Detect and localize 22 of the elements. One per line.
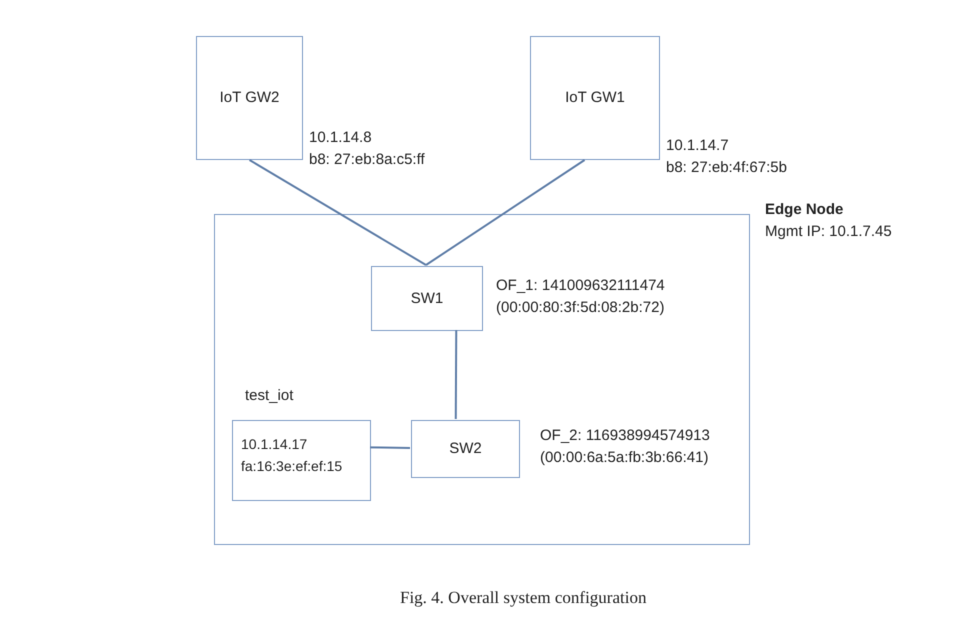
address-label: Mgmt IP: 10.1.7.45 <box>765 223 892 241</box>
connector-line <box>425 159 586 266</box>
address-label: 10.1.14.7 <box>666 137 729 155</box>
node-label: IoT GW1 <box>564 89 626 107</box>
address-label: b8: 27:eb:8a:c5:ff <box>309 151 425 169</box>
figure-caption: Fig. 4. Overall system configuration <box>400 588 646 608</box>
connector-line <box>248 159 427 266</box>
connector-line <box>454 330 458 419</box>
address-label: b8: 27:eb:4f:67:5b <box>666 159 787 177</box>
node-label: SW2 <box>448 440 483 458</box>
node-title: test_iot <box>245 387 294 405</box>
node-label: SW1 <box>410 290 444 308</box>
address-label: OF_1: 141009632111474 <box>496 277 665 295</box>
address-label: (00:00:6a:5a:fb:3b:66:41) <box>540 449 708 467</box>
address-label: fa:16:3e:ef:ef:15 <box>241 457 342 475</box>
node-title: Edge Node <box>765 201 844 219</box>
connector-line <box>370 446 410 449</box>
address-label: OF_2: 116938994574913 <box>540 427 710 445</box>
address-label: 10.1.14.17 <box>241 435 308 453</box>
address-label: 10.1.14.8 <box>309 129 372 147</box>
node-label: IoT GW2 <box>218 89 280 107</box>
address-label: (00:00:80:3f:5d:08:2b:72) <box>496 299 664 317</box>
